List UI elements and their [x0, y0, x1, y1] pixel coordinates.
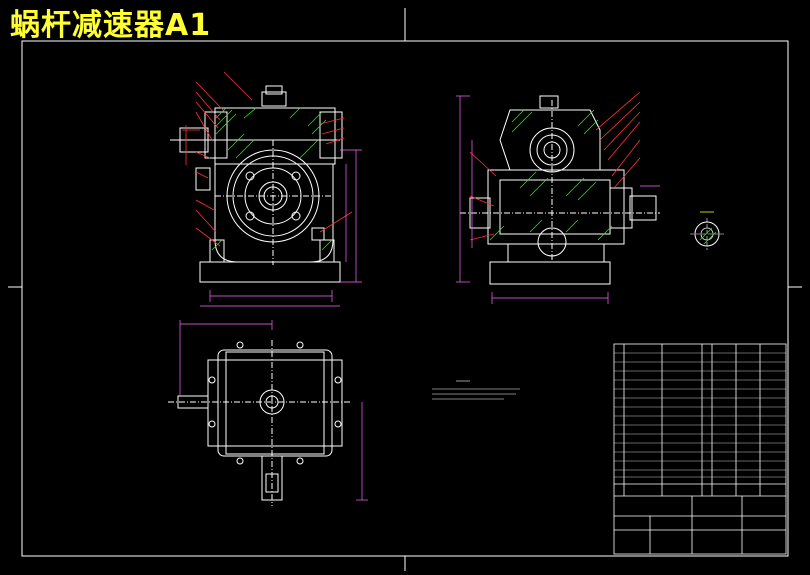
front-view-dimensions — [200, 149, 362, 307]
drawing-title: 蜗杆减速器A1 — [10, 8, 212, 43]
front-view-hatching — [211, 107, 333, 251]
sheet-frame — [8, 8, 802, 571]
front-view-leaders — [182, 71, 353, 247]
side-section-view — [460, 95, 660, 285]
title-block — [613, 343, 787, 555]
top-view — [168, 340, 350, 506]
side-view-leaders — [469, 91, 641, 241]
top-view-dimensions — [179, 320, 368, 501]
side-view-hatching — [489, 109, 613, 241]
front-view — [170, 85, 343, 283]
section-detail — [690, 211, 724, 250]
parts-list-rows — [614, 352, 786, 478]
technical-notes — [432, 380, 520, 400]
side-view-dimensions — [456, 95, 660, 304]
